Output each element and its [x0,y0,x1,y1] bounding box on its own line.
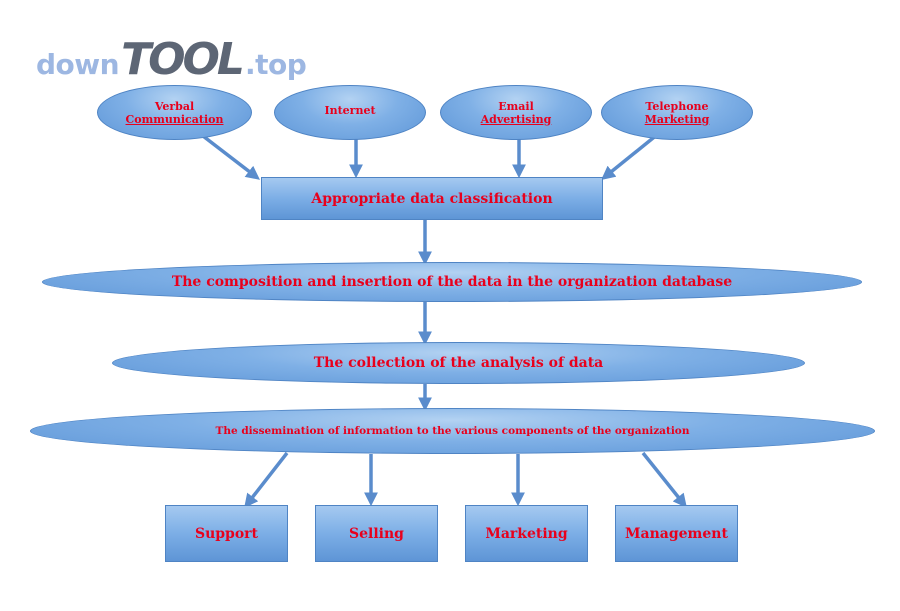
component-selling: Selling [315,505,438,562]
component-marketing: Marketing [465,505,588,562]
arrow-dissemination-to-management [641,451,687,508]
collection-ellipse: The collection of the analysis of data [112,342,805,384]
composition-ellipse: The composition and insertion of the dat… [42,262,862,302]
source-verbal-line1: Verbal [154,99,195,113]
source-verbal-line2: Communication [125,112,224,126]
source-telephone-line1: Telephone [645,99,709,113]
component-marketing-label: Marketing [485,525,568,542]
arrow-dissemination-to-support [244,451,289,508]
source-internet: Internet [274,85,426,140]
dissemination-label: The dissemination of information to the … [215,425,690,437]
component-management: Management [615,505,738,562]
watermark-part-tool: TOOL [121,34,245,85]
source-verbal-communication: Verbal Communication [97,85,252,140]
watermark-part-top: .top [244,48,307,81]
classification-label: Appropriate data classification [311,190,553,207]
watermark-logo: down TOOL .top [36,34,307,85]
source-email-advertising: Email Advertising [440,85,592,140]
component-support-label: Support [194,525,259,542]
component-support: Support [165,505,288,562]
watermark-part-down: down [36,48,120,81]
source-telephone-line2: Marketing [644,112,710,126]
source-telephone-marketing: Telephone Marketing [601,85,753,140]
component-management-label: Management [625,525,728,542]
collection-label: The collection of the analysis of data [313,355,604,371]
source-email-line2: Advertising [480,112,552,126]
source-internet-label: Internet [324,104,376,117]
source-email-line1: Email [498,99,534,113]
arrow-telephone-to-classification [601,132,660,180]
composition-label: The composition and insertion of the dat… [171,274,733,290]
dissemination-ellipse: The dissemination of information to the … [30,408,875,454]
component-selling-label: Selling [349,525,404,542]
arrow-verbal-to-classification [201,134,260,180]
classification-box: Appropriate data classification [261,177,603,220]
